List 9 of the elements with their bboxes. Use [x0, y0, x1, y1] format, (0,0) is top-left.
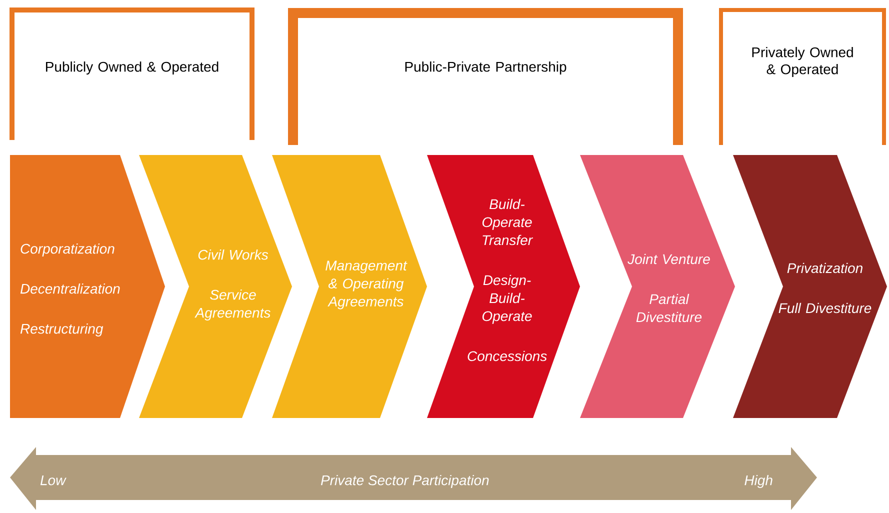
chevron-box: Joint Venture Partial Divestiture — [580, 155, 735, 418]
bracket-band: Publicly Owned & Operated — [10, 8, 254, 140]
chevron-box: Civil Works Service Agreements — [139, 155, 292, 418]
chevron-box: Build-Operate Transfer Design-Build-Operate Concessions — [427, 155, 580, 418]
bracket-band: Public-Private Partnership — [288, 8, 683, 145]
chevron-box: Corporatization Decentralization Restructuring — [10, 155, 165, 418]
chevron-box: Management & Operating Agreements — [272, 155, 427, 418]
bracket-band: Privately Owned & Operated — [719, 8, 886, 145]
chevron-box: Privatization Full Divestiture — [733, 155, 887, 418]
